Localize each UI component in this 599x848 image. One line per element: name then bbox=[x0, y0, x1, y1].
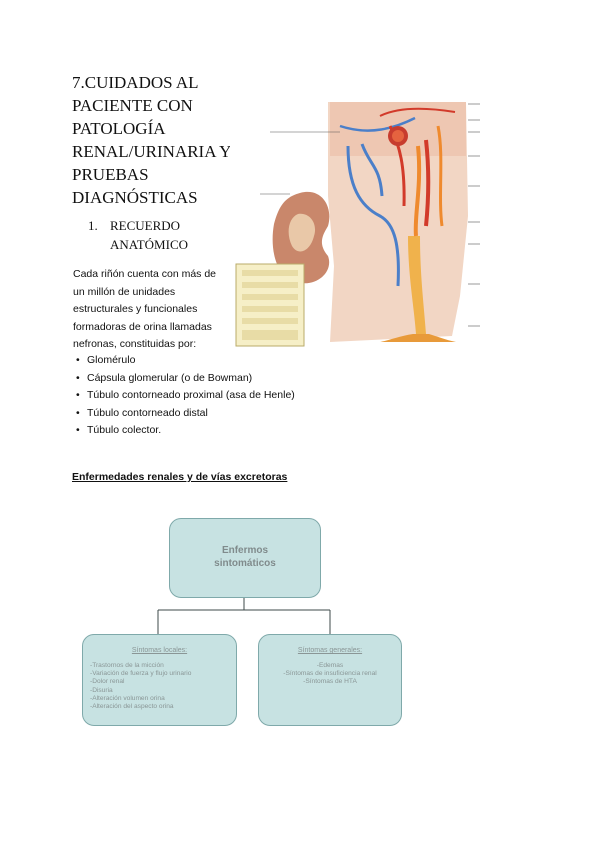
list-item: Cápsula glomerular (o de Bowman) bbox=[76, 370, 366, 388]
root-node: Enfermos sintomáticos bbox=[169, 518, 321, 598]
local-symptoms-node: Síntomas locales: -Trastornos de la micc… bbox=[82, 634, 237, 726]
intro-paragraph: Cada riñón cuenta con más de un millón d… bbox=[73, 266, 238, 354]
list-item: Túbulo contorneado distal bbox=[76, 405, 366, 423]
intro-line: formadoras de orina llamadas bbox=[73, 320, 212, 333]
root-node-label: Enfermos bbox=[221, 545, 269, 556]
list-item: Túbulo colector. bbox=[76, 422, 366, 440]
list-item: Glomérulo bbox=[76, 352, 366, 370]
symptom-item: -Edemas bbox=[316, 662, 344, 669]
section-number: 1. bbox=[88, 218, 98, 233]
symptom-item: -Disuria bbox=[90, 686, 113, 694]
section-heading-anatomy: 1. RECUERDO ANATÓMICO bbox=[88, 216, 238, 254]
root-node-label: sintomáticos bbox=[214, 558, 276, 569]
section-heading-line: RECUERDO bbox=[110, 218, 181, 233]
general-symptoms-node: Síntomas generales: -Edemas -Síntomas de… bbox=[258, 634, 402, 726]
title-line: PATOLOGÍA bbox=[72, 119, 166, 138]
symptom-item: -Alteración del aspecto orina bbox=[90, 703, 174, 711]
list-item: Túbulo contorneado proximal (asa de Henl… bbox=[76, 387, 366, 405]
title-line: RENAL/URINARIA Y bbox=[72, 142, 232, 161]
symptom-item: -Síntomas de insuficiencia renal bbox=[283, 670, 377, 678]
symptom-item: -Trastornos de la micción bbox=[90, 662, 164, 669]
symptom-item: -Síntomas de HTA bbox=[303, 678, 357, 686]
intro-line: un millón de unidades bbox=[73, 285, 176, 298]
diseases-section-title: Enfermedades renales y de vías excretora… bbox=[72, 471, 288, 483]
page-title: 7.CUIDADOS AL PACIENTE CON PATOLOGÍA REN… bbox=[72, 71, 242, 209]
intro-line: nefronas, constituidas por: bbox=[73, 338, 197, 350]
nephron-anatomy-illustration bbox=[230, 96, 522, 350]
intro-line: estructurales y funcionales bbox=[73, 303, 198, 315]
nephron-parts-list: Glomérulo Cápsula glomerular (o de Bowma… bbox=[76, 352, 366, 440]
title-line: PRUEBAS bbox=[72, 165, 149, 184]
title-line: DIAGNÓSTICAS bbox=[72, 188, 198, 207]
symptom-item: -Dolor renal bbox=[90, 678, 125, 686]
section-heading-line: ANATÓMICO bbox=[110, 237, 188, 252]
general-symptoms-title: Síntomas generales: bbox=[297, 647, 363, 654]
symptom-item: -Alteración volumen orina bbox=[90, 694, 165, 702]
title-line: PACIENTE CON bbox=[72, 96, 193, 115]
local-symptoms-title: Síntomas locales: bbox=[131, 647, 188, 654]
intro-line: Cada riñón cuenta con más de bbox=[73, 268, 217, 280]
symptom-item: -Variación de fuerza y flujo urinario bbox=[90, 670, 192, 678]
title-line: 7.CUIDADOS AL bbox=[72, 73, 199, 92]
